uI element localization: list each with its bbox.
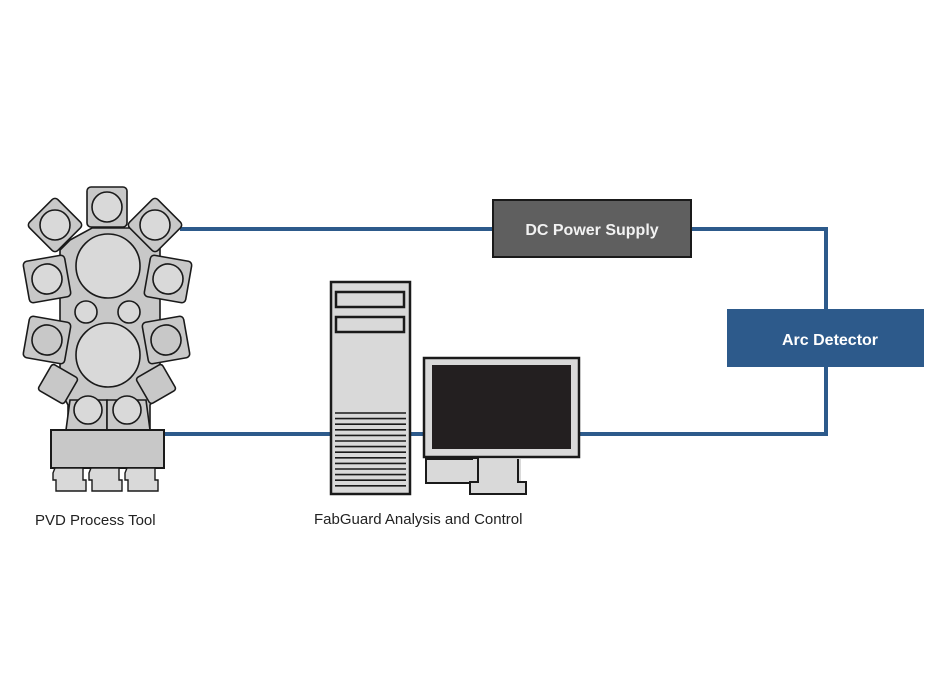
pvd-chamber-left-1	[22, 254, 72, 304]
monitor-icon	[422, 356, 581, 495]
pvd-chamber-left-2	[22, 315, 72, 365]
pvd-transfer-robot-lower	[75, 322, 141, 388]
pc-tower-icon	[329, 280, 412, 496]
monitor-screen	[432, 365, 571, 449]
link-dc-power-to-arc-detector	[692, 227, 828, 310]
pvd-loadlock-right	[112, 395, 142, 425]
pvd-block-right	[135, 363, 177, 405]
pvd-chamber-top-right	[127, 197, 183, 253]
fabguard-computer-icon[interactable]	[329, 280, 581, 496]
pvd-efem	[50, 429, 165, 469]
pvd-load-ports	[52, 467, 159, 492]
pvd-block-left	[37, 363, 79, 405]
pvd-loadlock-left	[73, 395, 103, 425]
pvd-chamber-right-2	[141, 315, 191, 365]
pvd-chamber-right-1	[143, 254, 193, 304]
pvd-chamber-top-left	[27, 197, 83, 253]
dc-power-supply-label: DC Power Supply	[525, 222, 658, 239]
pvd-transfer-robot-upper	[75, 233, 141, 299]
pvd-process-tool-icon[interactable]	[22, 186, 193, 492]
link-arc-detector-to-fabguard	[578, 366, 828, 436]
pvd-process-tool-label: PVD Process Tool	[35, 512, 156, 529]
connection-lines	[163, 227, 828, 436]
fabguard-label: FabGuard Analysis and Control	[314, 511, 522, 528]
arc-detector-label: Arc Detector	[782, 332, 878, 349]
arc-detector-node[interactable]: Arc Detector	[727, 309, 924, 367]
dc-power-supply-node[interactable]: DC Power Supply	[492, 199, 692, 258]
